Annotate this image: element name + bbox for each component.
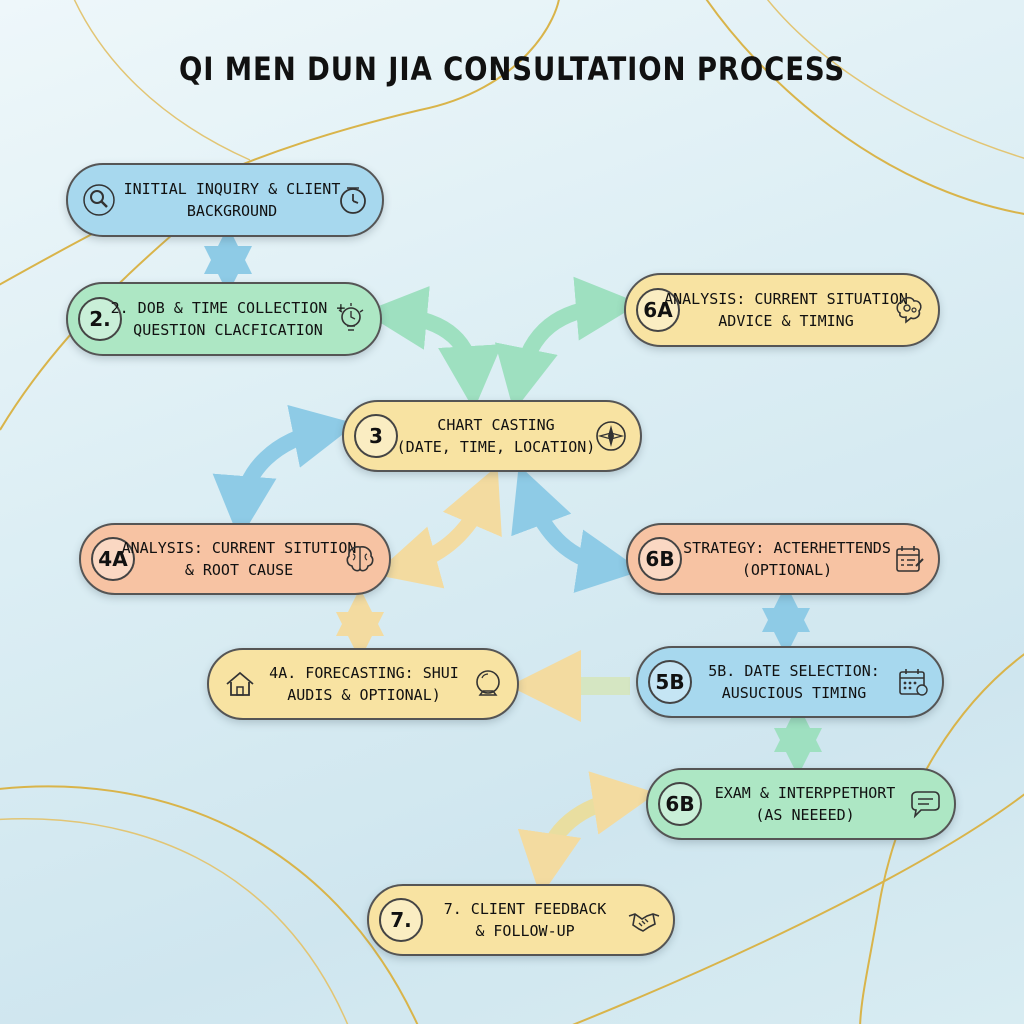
node-line1: CHART CASTING — [437, 416, 555, 434]
compass-icon — [594, 419, 628, 453]
arrow-chart-4a — [212, 404, 357, 540]
step-badge: 6B — [658, 782, 702, 826]
node-line1: STRATEGY: ACTERHETTENDS — [683, 539, 891, 557]
node-line2: & ROOT CAUSE — [184, 561, 294, 579]
step-badge: 3 — [354, 414, 398, 458]
speech-bubble-icon — [908, 787, 942, 821]
page-title: QI MEN DUN JIA CONSULTATION PROCESS — [178, 50, 846, 88]
calendar-checklist-icon — [892, 542, 926, 576]
node-line1: 4A. FORECASTING: SHUI — [269, 664, 459, 682]
node-line2: (AS NEEEED) — [755, 806, 855, 824]
lightbulb-icon — [334, 302, 368, 336]
node-line2: BACKGROUND — [186, 202, 278, 220]
node-6a-analysis: 6A ANALYSIS: CURRENT SITUATION ADVICE & … — [624, 273, 940, 347]
house-icon — [223, 667, 257, 701]
node-line2: (OPTIONAL) — [741, 561, 833, 579]
arrow-exam-7 — [517, 771, 657, 897]
node-line1: EXAM & INTERPPETHORT — [714, 784, 896, 802]
node-line1: INITIAL INQUIRY & CLIENT — [123, 180, 341, 198]
step-badge: 5B — [648, 660, 692, 704]
step-badge: 2. — [78, 297, 122, 341]
node-dob-collection: 2. 2. DOB & TIME COLLECTION + QUESTION C… — [66, 282, 382, 356]
step-badge: 6B — [638, 537, 682, 581]
node-7-feedback: 7. 7. CLIENT FEEDBACK & FOLLOW-UP — [367, 884, 675, 956]
node-6b-exam: 6B EXAM & INTERPPETHORT (AS NEEEED) — [646, 768, 956, 840]
arrow-chart-4a-yellow — [374, 465, 502, 589]
step-badge: 6A — [636, 288, 680, 332]
node-line1: 2. DOB & TIME COLLECTION + — [110, 299, 346, 317]
arrow-chart-6b — [511, 465, 642, 593]
node-line2: AUSUCIOUS TIMING — [721, 684, 867, 702]
node-line2: (DATE, TIME, LOCATION) — [396, 438, 596, 456]
node-initial-inquiry: INITIAL INQUIRY & CLIENT BACKGROUND — [66, 163, 384, 237]
step-badge: 7. — [379, 898, 423, 942]
arrow-chart-6a — [494, 276, 640, 412]
node-line2: QUESTION CLACFICATION — [133, 321, 323, 339]
handshake-icon — [627, 903, 661, 937]
node-line1: ANALYSIS: CURRENT SITUTION — [121, 539, 357, 557]
node-line1: 5B. DATE SELECTION: — [708, 662, 880, 680]
node-line2: ADVICE & TIMING — [718, 312, 854, 330]
crystal-ball-icon — [471, 667, 505, 701]
clock-icon — [336, 183, 370, 217]
search-icon — [82, 183, 116, 217]
arrow-dob-chart — [363, 286, 502, 410]
node-5b-date-selection: 5B 5B. DATE SELECTION: AUSUCIOUS TIMING — [636, 646, 944, 718]
node-line1: ANALYSIS: CURRENT SITUATION — [664, 290, 908, 308]
node-4a-analysis: 4A ANALYSIS: CURRENT SITUTION & ROOT CAU… — [79, 523, 391, 595]
node-6b-strategy: 6B STRATEGY: ACTERHETTENDS (OPTIONAL) — [626, 523, 940, 595]
node-chart-casting: 3 CHART CASTING (DATE, TIME, LOCATION) — [342, 400, 642, 472]
node-line1: 7. CLIENT FEEDBACK — [443, 900, 607, 918]
calendar-icon — [896, 665, 930, 699]
step-badge: 4A — [91, 537, 135, 581]
node-forecasting: 4A. FORECASTING: SHUI AUDIS & OPTIONAL) — [207, 648, 519, 720]
brain-gears-icon — [892, 293, 926, 327]
brain-icon — [343, 542, 377, 576]
node-line2: & FOLLOW-UP — [475, 922, 575, 940]
node-line2: AUDIS & OPTIONAL) — [287, 686, 441, 704]
